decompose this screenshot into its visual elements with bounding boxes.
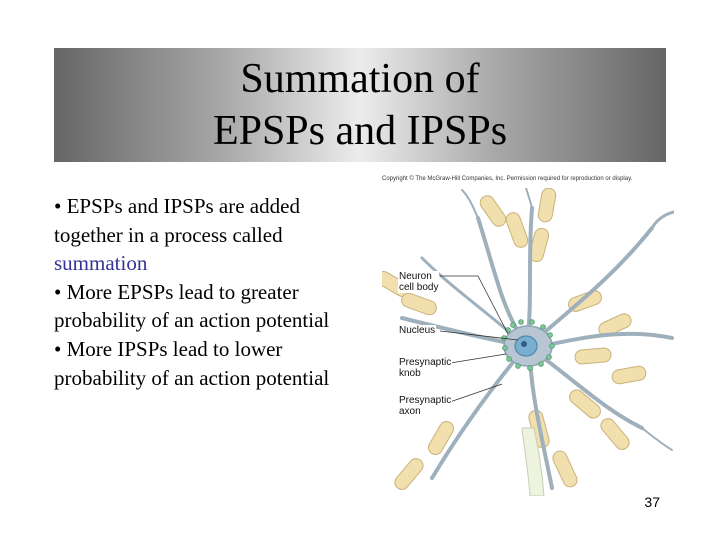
- label-neuron-cell-body: Neuron cell body: [398, 271, 440, 293]
- neuron-illustration: [382, 188, 674, 496]
- copyright-notice: Copyright © The McGraw-Hill Companies, I…: [382, 176, 633, 182]
- bullet-text: More IPSPs lead to lower probability of …: [54, 336, 330, 390]
- bullet-text: EPSPs and IPSPs are added together in a …: [54, 194, 300, 247]
- bullet-item: • More IPSPs lead to lower probability o…: [54, 335, 354, 392]
- bullet-item: • EPSPs and IPSPs are added together in …: [54, 192, 354, 278]
- dendrites: [400, 188, 674, 490]
- bullet-item: • More EPSPs lead to greater probability…: [54, 278, 354, 335]
- label-presynaptic-axon: Presynaptic axon: [398, 395, 453, 417]
- label-nucleus: Nucleus: [398, 325, 437, 336]
- bullet-marker: •: [54, 279, 62, 304]
- title-line-1: Summation of: [240, 56, 480, 102]
- presynaptic-axon-trunk: [521, 427, 545, 496]
- bullet-term: summation: [54, 251, 148, 276]
- bullet-list: • EPSPs and IPSPs are added together in …: [54, 192, 354, 392]
- neuron-cell-body: [503, 325, 553, 367]
- bullet-marker: •: [54, 194, 62, 218]
- presynaptic-knobs: [501, 319, 555, 371]
- bullet-marker: •: [54, 336, 62, 361]
- label-leader-lines: [439, 275, 519, 405]
- bullet-text: More EPSPs lead to greater probability o…: [54, 279, 330, 333]
- label-presynaptic-knob: Presynaptic knob: [398, 357, 453, 379]
- title-line-2: EPSPs and IPSPs: [212, 108, 508, 154]
- title-bar: Summation of EPSPs and IPSPs: [54, 48, 666, 162]
- slide-number: 37: [644, 494, 660, 510]
